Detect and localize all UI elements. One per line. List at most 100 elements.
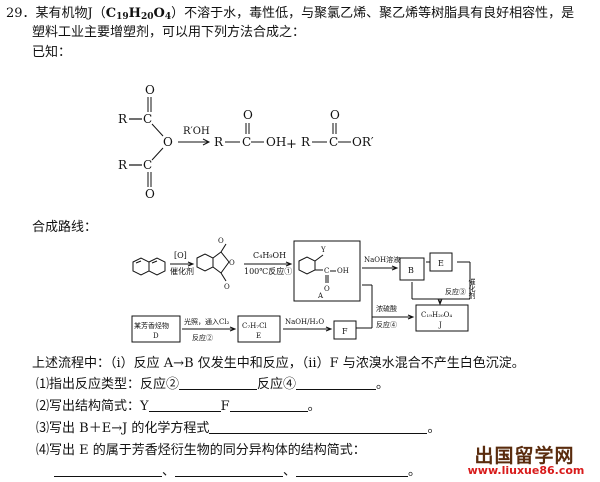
answer-end: 。 bbox=[408, 464, 422, 479]
step1-reagent: [O] bbox=[174, 251, 187, 260]
formula-h-count: 20 bbox=[140, 12, 154, 22]
anhydride-o-top: O bbox=[145, 83, 155, 97]
conc-acid-label: 浓硫酸 bbox=[376, 304, 397, 313]
answer-sep-2: 、 bbox=[283, 464, 297, 479]
box-f bbox=[333, 320, 357, 340]
formula-o: O bbox=[153, 6, 165, 21]
item-2: ⑵写出结构简式：Y F 。 bbox=[36, 398, 321, 416]
item-4-blank-1[interactable] bbox=[54, 463, 162, 477]
phthalic-anhydride-structure bbox=[196, 243, 230, 282]
box-a-label: A bbox=[317, 292, 324, 300]
plus-sign: + bbox=[286, 137, 297, 152]
known-reagent: R′OH bbox=[183, 126, 210, 137]
anhydride-c-bottom: C bbox=[143, 158, 152, 172]
formula-o-count: 4 bbox=[164, 12, 172, 22]
item-2-number: ⑵ bbox=[36, 399, 50, 414]
answer-sep-1: 、 bbox=[162, 464, 176, 479]
anhydride-r-bottom: R bbox=[118, 158, 128, 172]
item-2-text: 写出结构简式：Y bbox=[49, 399, 149, 414]
item-2-blank-a[interactable] bbox=[148, 398, 221, 412]
box-a-oh: OH bbox=[337, 267, 349, 275]
product2-c: C bbox=[329, 135, 338, 149]
naoh-h2o-label: NaOH/H₂O bbox=[285, 318, 324, 326]
item-3-text: 写出 B＋E→J 的化学方程式 bbox=[49, 421, 210, 436]
anhydride-o-2: O bbox=[229, 259, 235, 267]
box-j bbox=[415, 304, 469, 332]
box-d-label: D bbox=[153, 332, 159, 340]
product2-or: OR′ bbox=[352, 135, 374, 149]
box-d-text: 某芳香烃物 bbox=[134, 321, 169, 330]
question-line-1: 29．某有机物J（C19H20O4）不溶于水，毒性低，与聚氯乙烯、聚乙烯等树脂具… bbox=[6, 5, 574, 26]
item-1-blank-a[interactable] bbox=[179, 376, 258, 390]
box-e-mid bbox=[237, 315, 281, 343]
light-condition: 光照，通入Cl₂ bbox=[184, 317, 230, 326]
formula-c: C bbox=[105, 6, 117, 21]
naoh-solution-label: NaOH溶液 bbox=[364, 255, 400, 264]
box-a bbox=[293, 240, 361, 302]
step2-reagent: C₄H₉OH bbox=[253, 251, 286, 260]
formula-h: H bbox=[128, 6, 141, 21]
item-1-end: 。 bbox=[376, 377, 390, 392]
item-4: ⑷写出 E 的属于芳香烃衍生物的同分异构体的结构简式： bbox=[36, 442, 366, 460]
product2-o: O bbox=[330, 108, 340, 122]
item-1-text: 指出反应类型：反应② bbox=[49, 377, 180, 392]
box-f-label: F bbox=[342, 327, 348, 336]
box-a-y: Y bbox=[320, 246, 326, 254]
catalyst-vertical: 催化剂 bbox=[468, 277, 476, 300]
step2-condition: 100℃反应① bbox=[244, 266, 292, 276]
item-1-number: ⑴ bbox=[36, 377, 50, 392]
box-e-top bbox=[429, 252, 453, 272]
item-1-blank-b[interactable] bbox=[296, 376, 377, 390]
question-number: 29． bbox=[6, 6, 36, 21]
product1-c: C bbox=[242, 135, 251, 149]
watermark-title: 出国留学网 bbox=[474, 445, 575, 467]
item-2-text-b: F bbox=[220, 399, 230, 414]
item-4-blank-2[interactable] bbox=[175, 463, 284, 477]
box-j-formula: C₁₉H₂₀O₄ bbox=[421, 311, 452, 319]
anhydride-o-bottom: O bbox=[145, 187, 155, 201]
box-a-c: C bbox=[324, 267, 329, 275]
known-reaction-diagram: R C O O R C O R′OH R C OH O + R C OR′ bbox=[118, 83, 374, 201]
anhydride-r-top: R bbox=[118, 112, 128, 126]
item-4-answers: 、 、 。 bbox=[54, 463, 421, 481]
item-3-number: ⑶ bbox=[36, 421, 50, 436]
product1-oh: OH bbox=[266, 135, 286, 149]
question-line-2: 塑料工业主要增塑剂，可以用下列方法合成之： bbox=[32, 25, 306, 40]
conditions-line: 上述流程中：（ⅰ）反应 A→B 仅发生中和反应，（ⅱ）F 与浓溴水混合不产生白色… bbox=[32, 356, 525, 371]
item-4-blank-3[interactable] bbox=[296, 463, 409, 477]
step1-condition: 催化剂 bbox=[170, 266, 194, 276]
reaction4-label: 反应④ bbox=[376, 320, 397, 329]
item-1-text-b: 反应④ bbox=[257, 377, 297, 392]
item-1: ⑴指出反应类型：反应② 反应④ 。 bbox=[36, 376, 389, 394]
reaction3-label: 反应③ bbox=[445, 287, 466, 296]
box-d bbox=[131, 315, 181, 343]
box-j-label: J bbox=[438, 321, 442, 329]
item-4-text: 写出 E 的属于芳香烃衍生物的同分异构体的结构简式： bbox=[49, 443, 366, 458]
anhydride-o-bridge: O bbox=[163, 135, 173, 149]
route-title: 合成路线： bbox=[32, 220, 98, 235]
box-b-label: B bbox=[408, 266, 414, 275]
anhydride-o-1: O bbox=[218, 237, 224, 245]
anhydride-o-3: O bbox=[224, 283, 230, 291]
known-label: 已知： bbox=[32, 45, 72, 60]
item-2-end: 。 bbox=[307, 399, 321, 414]
box-a-structure bbox=[298, 254, 324, 275]
item-3-blank[interactable] bbox=[209, 420, 428, 434]
box-e-top-label: E bbox=[438, 259, 444, 268]
question-intro: 某有机物J（ bbox=[35, 6, 106, 21]
product1-o: O bbox=[243, 108, 253, 122]
box-a-o: O bbox=[324, 285, 330, 293]
item-2-blank-b[interactable] bbox=[229, 398, 308, 412]
item-4-number: ⑷ bbox=[36, 443, 50, 458]
naphthalene-structure bbox=[132, 257, 166, 276]
product2-r: R bbox=[301, 135, 311, 149]
box-e-mid-text: C₇H₇Cl bbox=[242, 322, 267, 330]
box-e-mid-label: E bbox=[256, 332, 261, 340]
box-b bbox=[399, 257, 425, 281]
watermark-url: www.liuxue86.com bbox=[467, 464, 585, 477]
question-intro-rest: ）不溶于水，毒性低，与聚氯乙烯、聚乙烯等树脂具有良好相容性，是 bbox=[171, 6, 575, 21]
formula-c-count: 19 bbox=[116, 12, 129, 22]
anhydride-c-top: C bbox=[143, 112, 152, 126]
reaction2-label: 反应② bbox=[192, 333, 213, 342]
